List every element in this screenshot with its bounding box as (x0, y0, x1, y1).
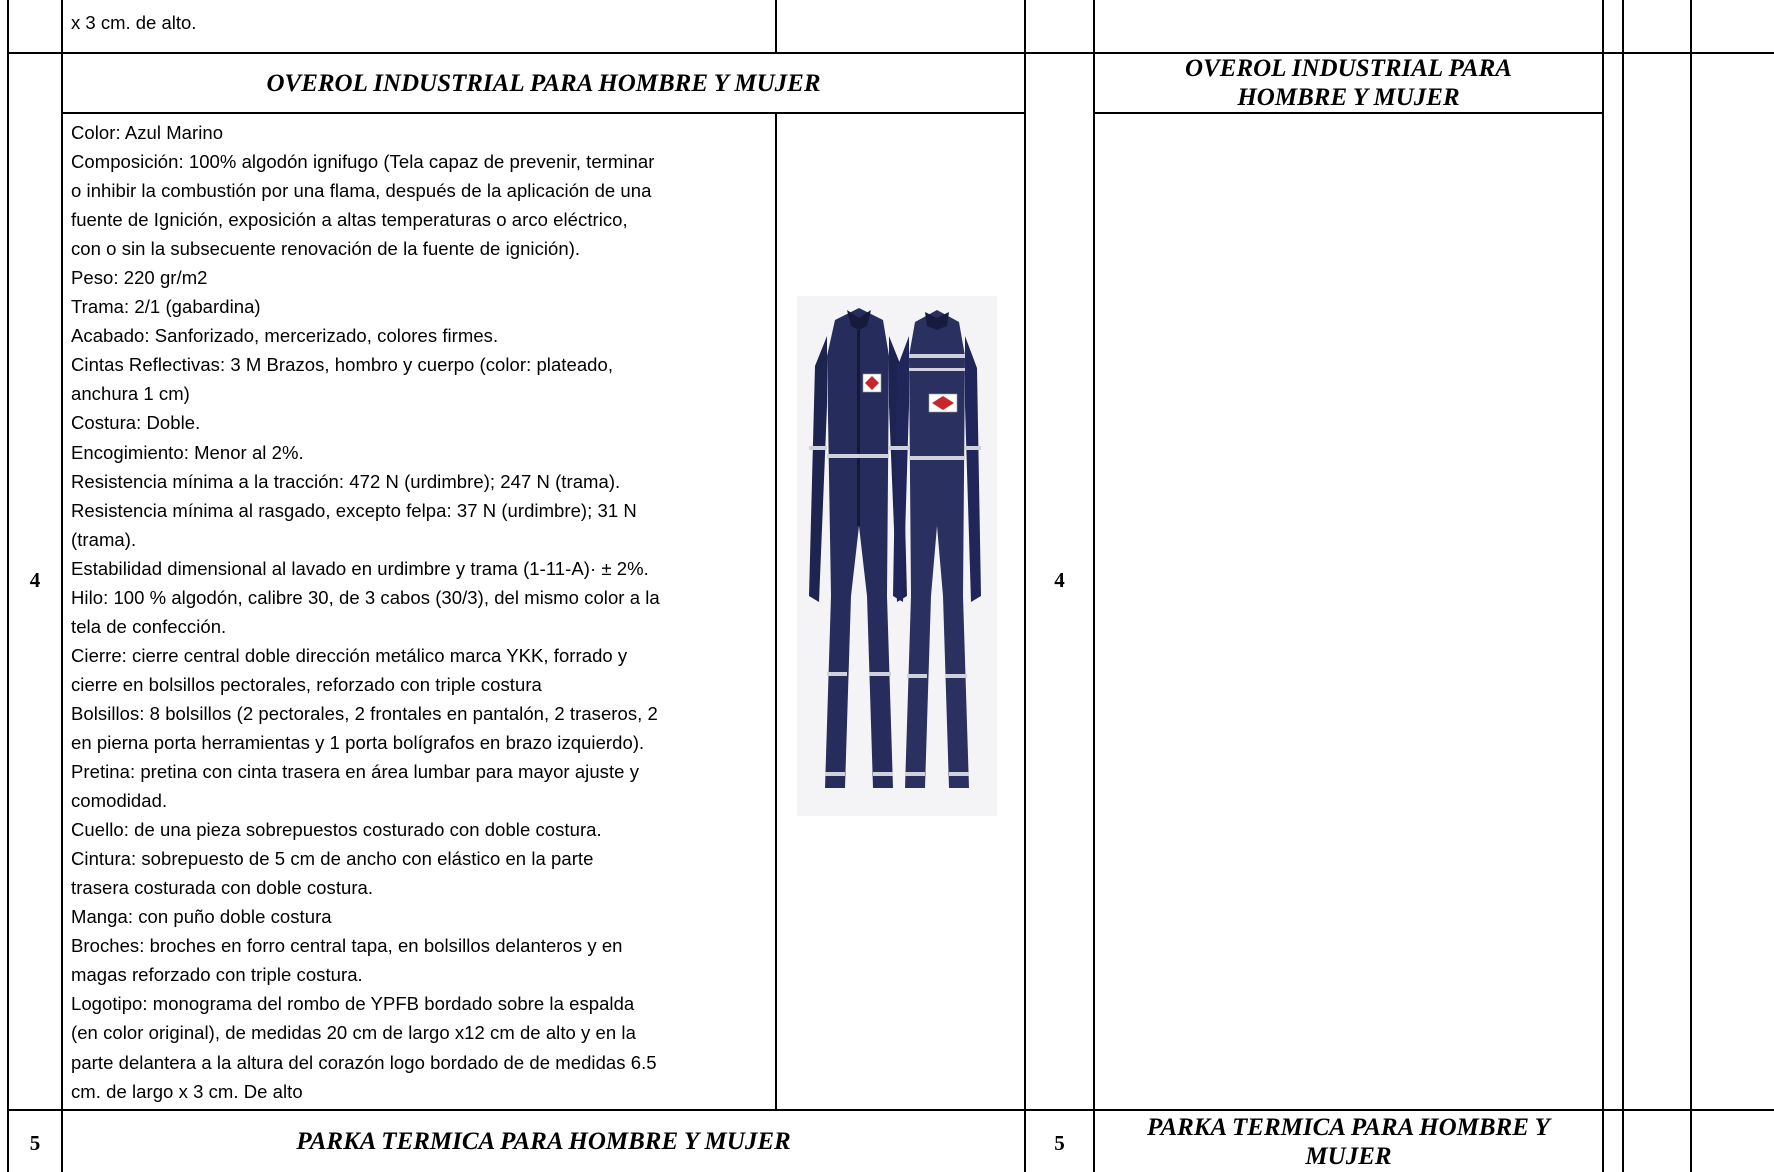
spec-line: trasera costurada con doble costura. (71, 877, 374, 899)
spec-line: tela de confección. (71, 615, 227, 637)
grid-line (1690, 0, 1692, 1172)
spec-line: cm. de largo x 3 cm. De alto (71, 1080, 303, 1102)
spec-line: Estabilidad dimensional al lavado en urd… (71, 557, 649, 579)
spec-line: Resistencia mínima al rasgado, excepto f… (71, 499, 637, 521)
item-4-title-right: OVEROL INDUSTRIAL PARA HOMBRE Y MUJER (1095, 52, 1602, 114)
grid-line (775, 113, 777, 1110)
item-4-number-right: 4 (1054, 568, 1065, 592)
spec-line: (en color original), de medidas 20 cm de… (71, 1022, 636, 1044)
spec-line: Resistencia mínima a la tracción: 472 N … (71, 470, 621, 492)
spec-line: parte delantera a la altura del corazón … (71, 1051, 657, 1073)
spec-line: Trama: 2/1 (gabardina) (71, 296, 261, 318)
spec-line: fuente de Ignición, exposición a altas t… (71, 209, 628, 231)
grid-line (1093, 0, 1095, 1172)
spec-line: Manga: con puño doble costura (71, 906, 332, 928)
item-4-number-left: 4 (29, 568, 41, 592)
item-5-number-left: 5 (29, 1131, 41, 1155)
spec-line: Bolsillos: 8 bolsillos (2 pectorales, 2 … (71, 702, 658, 724)
spec-line: Pretina: pretina con cinta trasera en ár… (71, 761, 639, 783)
grid-line (61, 112, 1026, 114)
grid-line (775, 0, 777, 53)
spec-line: cierre en bolsillos pectorales, reforzad… (71, 673, 542, 695)
spec-line: Costura: Doble. (71, 412, 201, 434)
spec-line: magas reforzado con triple costura. (71, 964, 363, 986)
coverall-back (893, 310, 981, 788)
spec-line: Encogimiento: Menor al 2%. (71, 441, 304, 463)
spec-line: Hilo: 100 % algodón, calibre 30, de 3 ca… (71, 586, 660, 608)
spec-line: Color: Azul Marino (71, 122, 224, 143)
previous-item-continuation: x 3 cm. de alto. (71, 12, 197, 33)
spec-line: Broches: broches en forro central tapa, … (71, 935, 623, 957)
spec-line: Cintura: sobrepuesto de 5 cm de ancho co… (71, 848, 594, 870)
spec-line: Cierre: cierre central doble dirección m… (71, 644, 628, 666)
spec-line: Acabado: Sanforizado, mercerizado, color… (71, 325, 499, 347)
spec-line: Cuello: de una pieza sobrepuestos costur… (71, 819, 602, 841)
grid-line (1622, 0, 1624, 1172)
grid-line (1024, 0, 1026, 1172)
grid-line (1093, 112, 1604, 114)
spec-line: o inhibir la combustión por una flama, d… (71, 180, 652, 202)
item-4-title: OVEROL INDUSTRIAL PARA HOMBRE Y MUJER (266, 69, 821, 97)
item-5-title-right: PARKA TERMICA PARA HOMBRE Y MUJER (1095, 1111, 1602, 1172)
item-5-title: PARKA TERMICA PARA HOMBRE Y MUJER (296, 1128, 791, 1155)
item-5-title-right-line-2: MUJER (1305, 1142, 1392, 1170)
spec-line: (trama). (71, 528, 137, 550)
grid-line (1602, 0, 1604, 1172)
grid-line (61, 0, 63, 1172)
item-5-number-right: 5 (1054, 1131, 1065, 1155)
coverall-front (809, 308, 907, 788)
spec-line: en pierna porta herramientas y 1 porta b… (71, 731, 645, 753)
item-4-title-right-line-1: OVEROL INDUSTRIAL PARA (1185, 55, 1512, 82)
grid-line (7, 1109, 1774, 1111)
item-4-title-right-line-2: HOMBRE Y MUJER (1237, 84, 1460, 111)
coverall-product-image (797, 296, 997, 816)
grid-line (7, 0, 9, 1172)
spec-line: Peso: 220 gr/m2 (71, 267, 208, 289)
spec-line: anchura 1 cm) (71, 383, 190, 405)
grid-line (7, 52, 1774, 54)
spec-line: Logotipo: monograma del rombo de YPFB bo… (71, 993, 635, 1015)
spec-line: con o sin la subsecuente renovación de l… (71, 238, 581, 260)
spec-line: Cintas Reflectivas: 3 M Brazos, hombro y… (71, 354, 614, 376)
item-5-title-right-line-1: PARKA TERMICA PARA HOMBRE Y (1147, 1113, 1550, 1141)
spec-line: Composición: 100% algodón ignifugo (Tela… (71, 151, 655, 173)
spec-line: comodidad. (71, 790, 168, 812)
